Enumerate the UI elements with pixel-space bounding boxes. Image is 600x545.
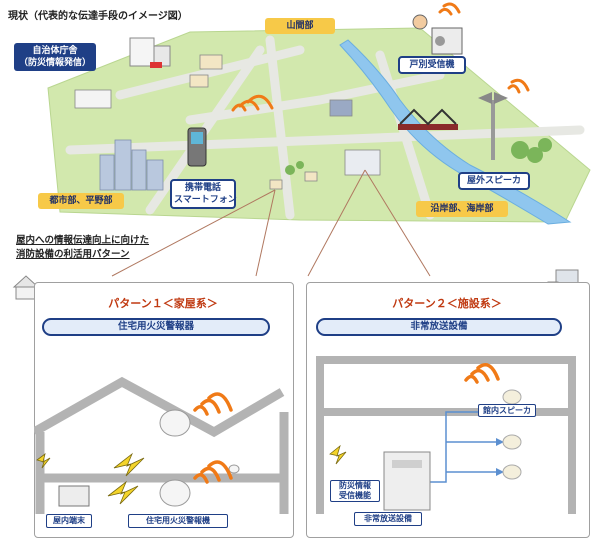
urban-area-label: 都市部、平野部 [38,193,124,209]
mountain-area-label: 山間部 [265,18,335,34]
house-cross-section [34,376,289,514]
indoor-speaker-label: 館内スピーカ [478,404,536,417]
trees [285,138,552,175]
pattern2-title: パターン２＜施設系＞ [392,297,502,310]
river [339,39,572,225]
city-hall-building [129,37,171,68]
household-receiver-illustration [412,14,463,55]
map-buildings [74,54,381,190]
outdoor-speaker-illustration [478,92,508,160]
pattern1-title: パターン１＜家屋系＞ [108,297,218,310]
broadcast-system-label: 非常放送設備 [354,512,422,526]
outdoor-speaker-label: 屋外スピーカ [458,172,530,190]
city-hall-label: 自治体庁舎 （防災情報発信） [14,43,96,71]
alarm-waves [193,392,233,484]
map-illustration [47,2,591,225]
urban-skyline [99,139,164,191]
fire-alarm-devices [159,409,240,507]
mobile-phone-label: 携帯電話 スマートフォン [170,179,237,209]
broadcast-wires [430,411,496,483]
indoor-terminal-device [58,485,90,507]
pattern2-device-pill: 非常放送設備 [316,318,562,336]
speaker-waves [464,363,500,384]
mobile-phone-illustration [187,127,207,167]
receiver-function-label: 防災情報 受信機能 [330,480,380,502]
household-receiver-label: 戸別受信機 [398,56,466,74]
lightning-icon [329,444,347,465]
lightning-icons [36,452,145,505]
subtitle-line2: 消防設備の利活用パターン [16,249,130,260]
coastal-area-label: 沿岸部、海岸部 [416,201,508,217]
signal-waves [231,2,530,112]
pattern1-device-pill: 住宅用火災警報器 [42,318,270,336]
fire-alarm-label: 住宅用火災警報機 [128,514,228,528]
page-title: 現状（代表的な伝達手段のイメージ図） [8,11,188,22]
indoor-speaker-devices [502,389,522,480]
indoor-terminal-label: 屋内端末 [46,514,92,528]
bridge-illustration [398,108,458,130]
subtitle-line1: 屋内への情報伝達向上に向けた [16,235,150,246]
patterns-subtitle: 屋内への情報伝達向上に向けた 消防設備の利活用パターン [16,234,149,262]
